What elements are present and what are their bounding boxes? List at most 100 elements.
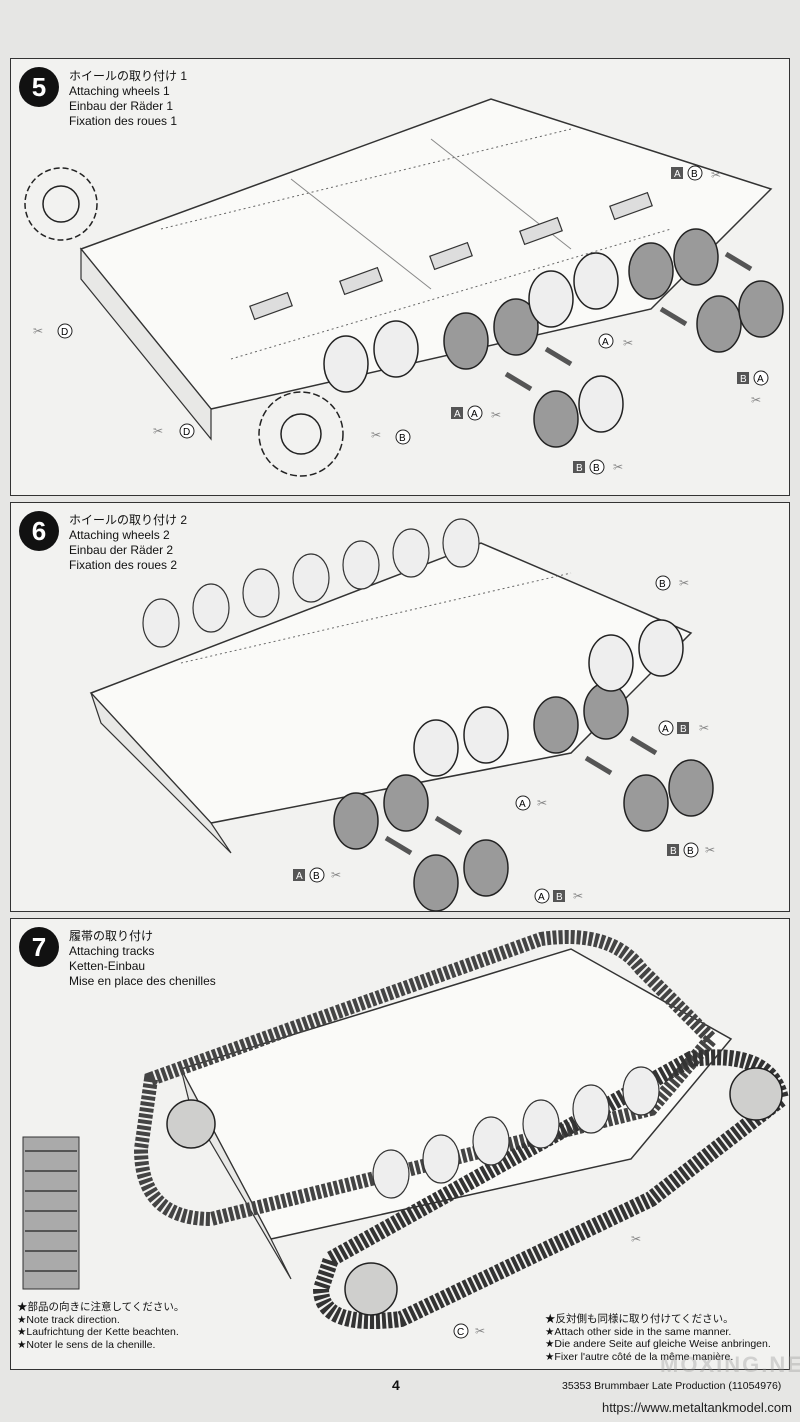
cement-icon: ✂: [331, 868, 341, 882]
road-wheel-rubber: [443, 312, 489, 370]
road-wheel: [292, 553, 330, 603]
hull-side: [90, 692, 232, 854]
step-titles: 履帯の取り付け Attaching tracks Ketten-Einbau M…: [69, 929, 216, 989]
road-wheel: [372, 1149, 410, 1199]
cement-icon: ✂: [699, 721, 709, 735]
assembly-arrow: [724, 251, 753, 272]
label-b: B: [691, 169, 698, 180]
rivet-line: [180, 572, 572, 664]
sprocket-hub: [42, 185, 80, 223]
title-en: Attaching wheels 2: [69, 528, 170, 542]
label-circle-a: [515, 795, 531, 811]
note-line-fr: ★Fixer l'autre côté de la même manière.: [545, 1350, 734, 1363]
step-number: 5: [19, 67, 59, 107]
step-5-illustration: A B A A A B B B B A D D ✂ ✂: [24, 98, 784, 477]
cement-icon: ✂: [679, 576, 689, 590]
road-wheel: [472, 1116, 510, 1166]
cement-icon: ✂: [711, 168, 721, 182]
cement-icon: ✂: [537, 796, 547, 810]
label-a: A: [757, 374, 764, 385]
road-wheel: [522, 1099, 560, 1149]
cement-icon: ✂: [751, 393, 761, 407]
road-wheel-rubber: [673, 228, 719, 286]
title-jp: ホイールの取り付け 1: [69, 69, 188, 83]
label-box-b: [677, 722, 689, 734]
label-a: A: [519, 799, 526, 810]
cement-icon: ✂: [573, 889, 583, 903]
title-de: Einbau der Räder 2: [69, 543, 174, 557]
assembly-arrow: [434, 815, 463, 836]
road-wheel: [392, 528, 430, 578]
page-number: 4: [392, 1377, 400, 1393]
label-circle-a: [598, 333, 614, 349]
suspension-arm: [429, 241, 473, 271]
road-wheel: [242, 568, 280, 618]
road-wheel-rubber: [628, 242, 674, 300]
cement-icon: ✂: [371, 428, 381, 442]
label-circle-a: [753, 370, 769, 386]
title-jp: ホイールの取り付け 2: [69, 513, 188, 527]
road-wheel-rubber: [583, 682, 629, 740]
note-line-de: ★Die andere Seite auf gleiche Weise anbr…: [545, 1338, 771, 1350]
watermark: MOXING.NET: [660, 1352, 800, 1377]
label-d: D: [61, 327, 68, 338]
cement-icon: ✂: [705, 843, 715, 857]
label-b: B: [659, 579, 666, 590]
title-jp: 履帯の取り付け: [69, 929, 154, 943]
step-number: 7: [19, 927, 59, 967]
label-b: B: [670, 846, 677, 857]
suspension-arm: [339, 266, 383, 296]
label-b: B: [687, 846, 694, 857]
label-a: A: [662, 724, 669, 735]
label-b: B: [680, 724, 687, 735]
assembly-arrow: [544, 346, 573, 367]
label-circle-b: [683, 842, 699, 858]
cement-icon: ✂: [33, 324, 43, 338]
track-detail-inset: [22, 1136, 80, 1290]
road-wheel: [422, 1134, 460, 1184]
road-wheel-rubber: [463, 839, 509, 897]
sprocket-hub: [280, 413, 322, 455]
label-b: B: [399, 433, 406, 444]
assembly-arrow: [584, 755, 613, 776]
road-wheel: [323, 335, 369, 393]
label-box-b: [667, 844, 679, 856]
cement-icon: ✂: [623, 336, 633, 350]
note-track-direction: ★部品の向きに注意してください。 ★Note track direction. …: [17, 1301, 184, 1351]
title-de: Einbau der Räder 1: [69, 99, 174, 113]
road-wheel-rubber: [738, 280, 784, 338]
label-circle-b: [589, 459, 605, 475]
road-wheel-rubber: [533, 390, 579, 448]
label-b: B: [740, 374, 747, 385]
step-titles: ホイールの取り付け 1 Attaching wheels 1 Einbau de…: [69, 69, 187, 129]
product-code: 35353 Brummbaer Late Production (1105497…: [562, 1380, 782, 1392]
road-wheel: [588, 634, 634, 692]
road-wheel-rubber: [696, 295, 742, 353]
suspension-arm: [609, 191, 653, 221]
road-wheel: [578, 375, 624, 433]
title-en: Attaching tracks: [69, 944, 155, 958]
road-wheel: [192, 583, 230, 633]
title-fr: Fixation des roues 2: [69, 558, 178, 572]
road-wheel-rubber: [623, 774, 669, 832]
label-c: C: [457, 1327, 464, 1338]
title-de: Ketten-Einbau: [69, 959, 146, 973]
drive-sprocket: [729, 1067, 783, 1121]
step-6-panel: 6 ホイールの取り付け 2 Attaching wheels 2 Einbau …: [10, 502, 790, 912]
rivet-line: [160, 128, 572, 230]
label-circle-d: [57, 323, 73, 339]
label-box-b: [573, 461, 585, 473]
label-a: A: [674, 169, 681, 180]
label-b: B: [556, 892, 563, 903]
step-7-panel: 7 履帯の取り付け Attaching tracks Ketten-Einbau…: [10, 918, 790, 1370]
road-wheel-rubber: [668, 759, 714, 817]
label-a: A: [602, 337, 609, 348]
label-circle-b: [687, 165, 703, 181]
suspension-arm: [249, 291, 293, 321]
road-wheel-rubber: [413, 854, 459, 911]
step-titles: ホイールの取り付け 2 Attaching wheels 2 Einbau de…: [69, 513, 187, 573]
note-line-de: ★Laufrichtung der Kette beachten.: [17, 1326, 179, 1338]
label-circle-c: [453, 1323, 469, 1339]
note-other-side: ★反対側も同様に取り付けてください。 ★Attach other side in…: [545, 1313, 771, 1363]
assembly-arrow: [629, 735, 658, 756]
